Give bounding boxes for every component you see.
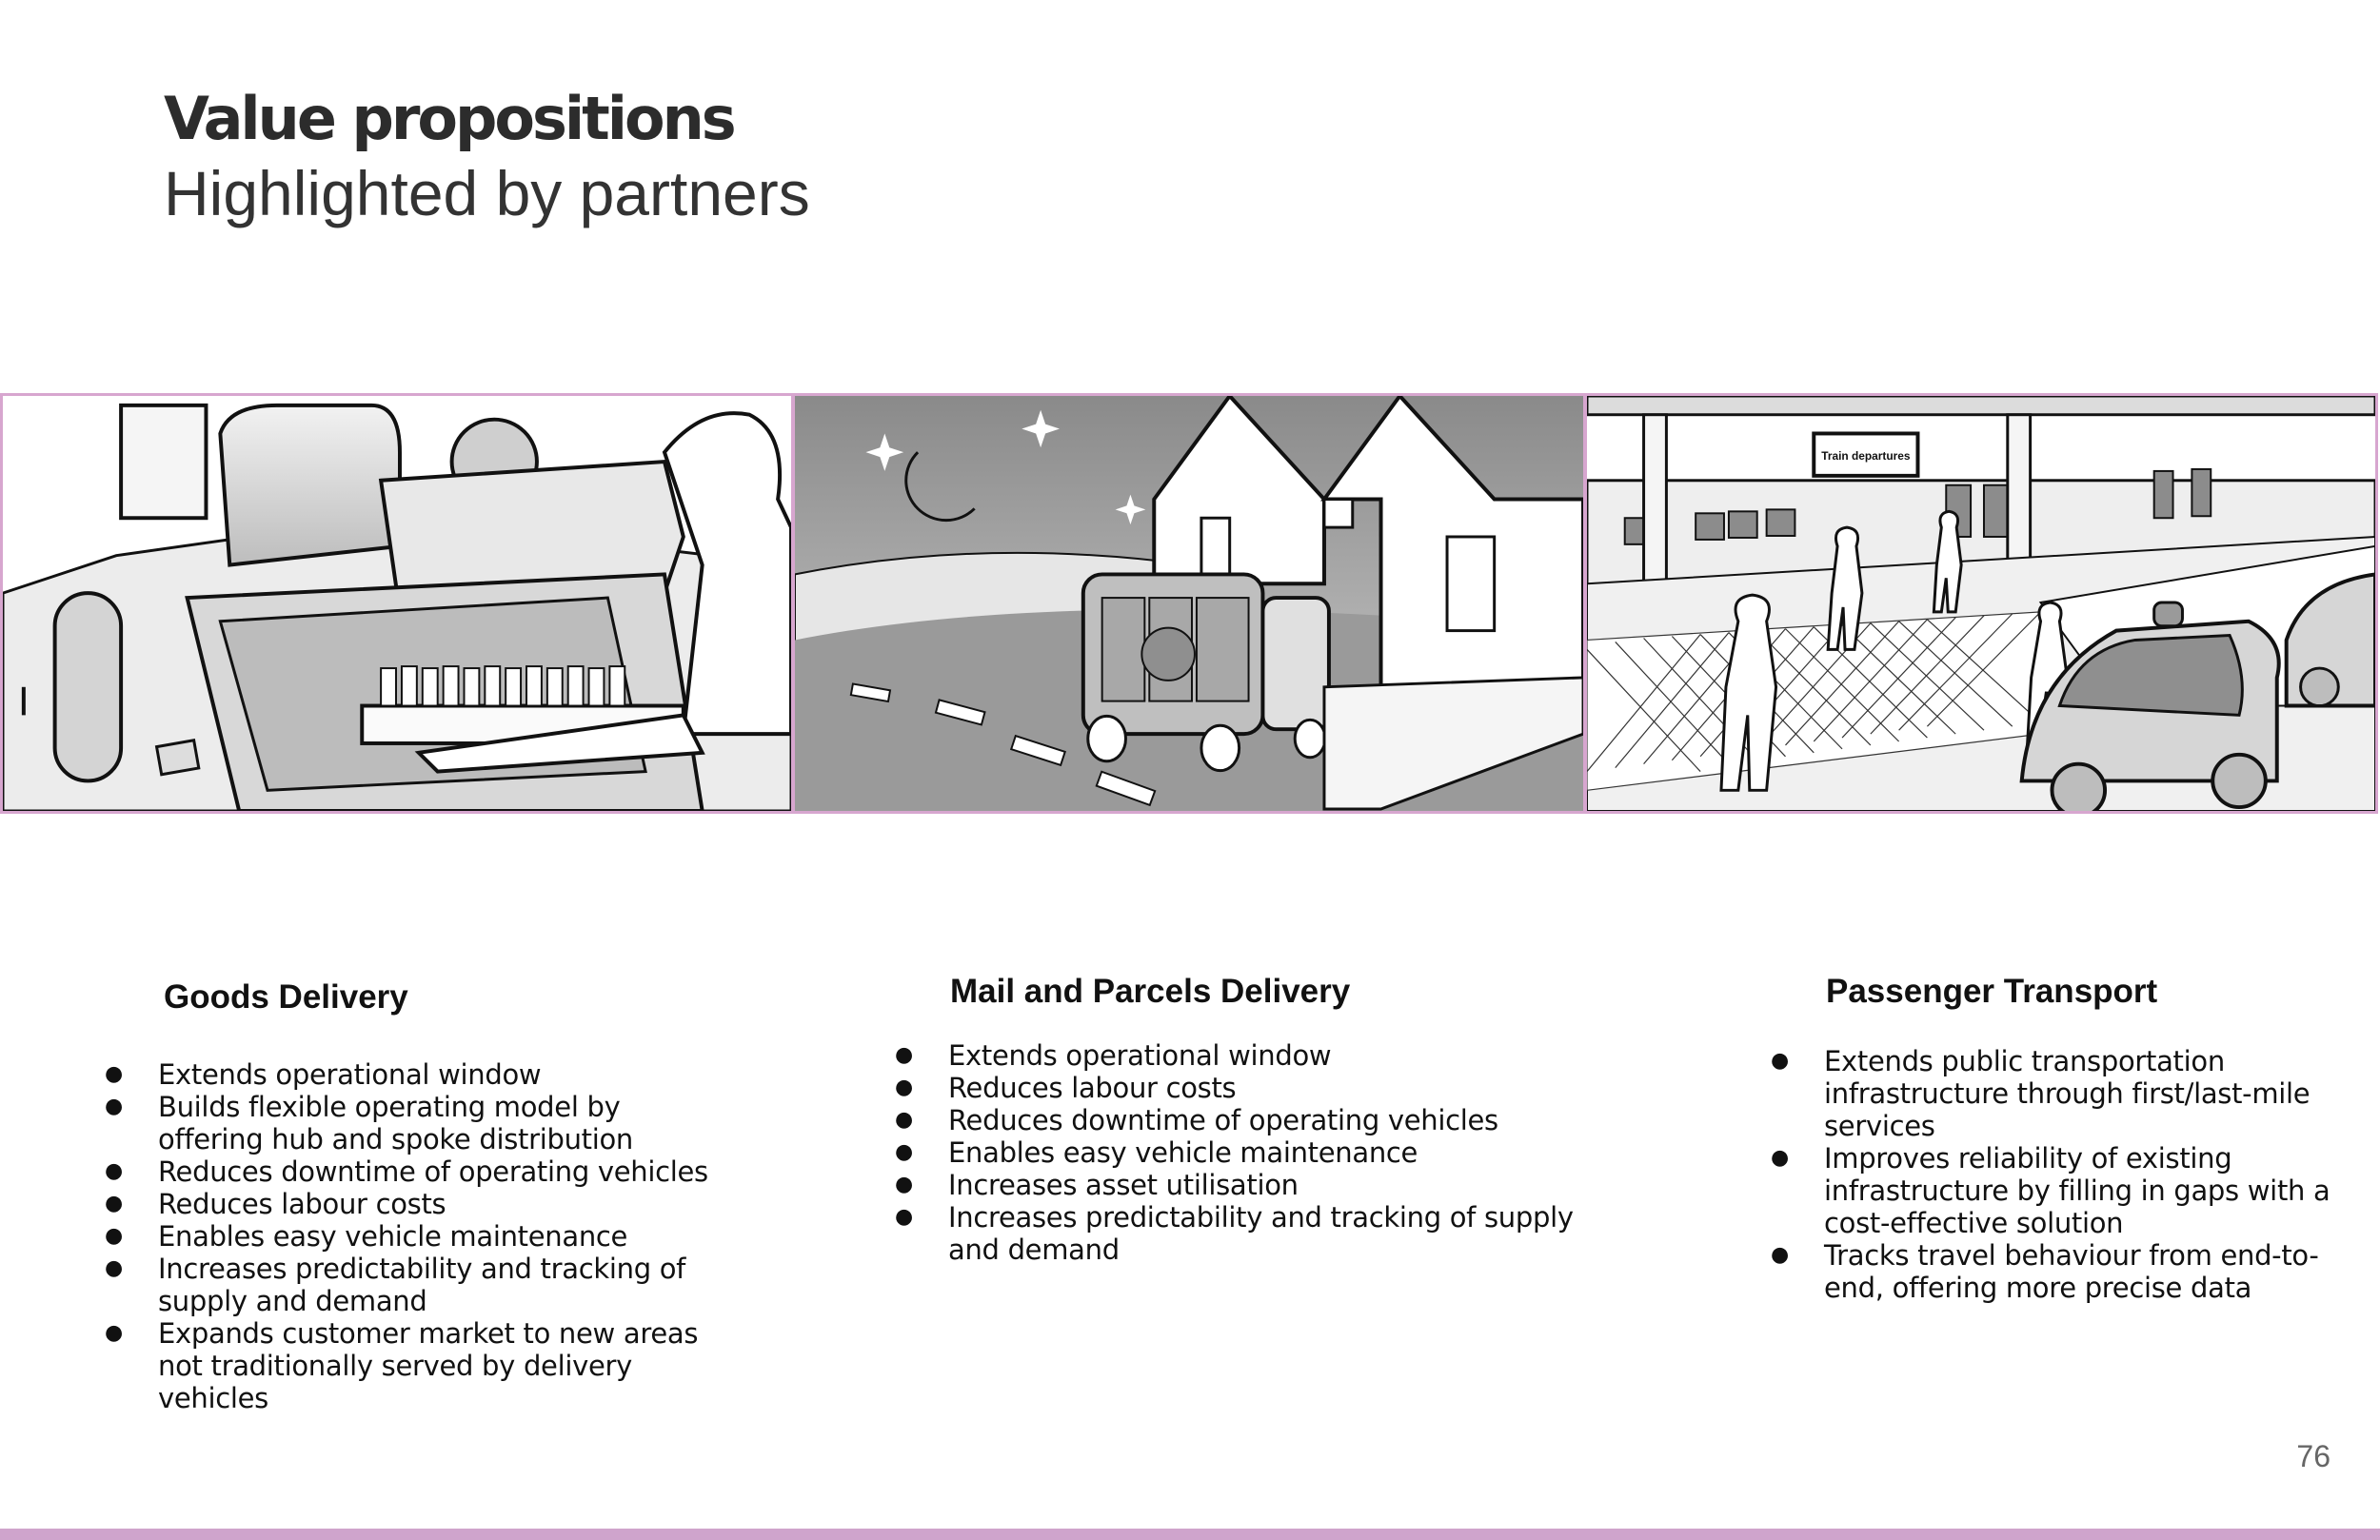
goods-delivery-illustration	[0, 393, 794, 814]
list-item: Extends public transportation infrastruc…	[1771, 1045, 2342, 1142]
goods-delivery-list: Extends operational window Builds flexib…	[105, 1058, 733, 1414]
list-item: Expands customer market to new areas not…	[105, 1317, 733, 1414]
list-item: Extends operational window	[895, 1039, 1580, 1072]
mail-delivery-illustration	[792, 393, 1586, 814]
list-item: Extends operational window	[105, 1058, 733, 1091]
list-item: Reduces downtime of operating vehicles	[895, 1104, 1580, 1136]
list-item: Builds flexible operating model by offer…	[105, 1091, 733, 1155]
mail-parcels-column: Mail and Parcels Delivery Extends operat…	[895, 973, 1580, 1266]
mail-parcels-heading: Mail and Parcels Delivery	[950, 973, 1351, 1010]
list-item: Enables easy vehicle maintenance	[895, 1136, 1580, 1169]
passenger-transport-illustration: Train departures	[1584, 393, 2378, 814]
goods-delivery-column: Goods Delivery Extends operational windo…	[105, 978, 733, 1414]
goods-delivery-heading: Goods Delivery	[164, 978, 408, 1016]
mail-parcels-list: Extends operational window Reduces labou…	[895, 1039, 1580, 1266]
page-title: Value propositions	[164, 84, 737, 153]
train-sign-label: Train departures	[1821, 449, 1911, 463]
accent-bar	[0, 1529, 2380, 1540]
page-number: 76	[2296, 1439, 2330, 1473]
passenger-transport-column: Passenger Transport Extends public trans…	[1771, 973, 2342, 1304]
list-item: Tracks travel behaviour from end-to-end,…	[1771, 1239, 2342, 1304]
list-item: Reduces labour costs	[105, 1188, 733, 1220]
page-subtitle: Highlighted by partners	[164, 158, 810, 228]
list-item: Increases predictability and tracking of…	[105, 1253, 733, 1317]
passenger-transport-list: Extends public transportation infrastruc…	[1771, 1045, 2342, 1304]
list-item: Reduces labour costs	[895, 1072, 1580, 1104]
list-item: Improves reliability of existing infrast…	[1771, 1142, 2342, 1239]
list-item: Increases predictability and tracking of…	[895, 1201, 1580, 1266]
list-item: Increases asset utilisation	[895, 1169, 1580, 1201]
list-item: Reduces downtime of operating vehicles	[105, 1155, 733, 1188]
list-item: Enables easy vehicle maintenance	[105, 1220, 733, 1253]
passenger-transport-heading: Passenger Transport	[1826, 973, 2158, 1010]
